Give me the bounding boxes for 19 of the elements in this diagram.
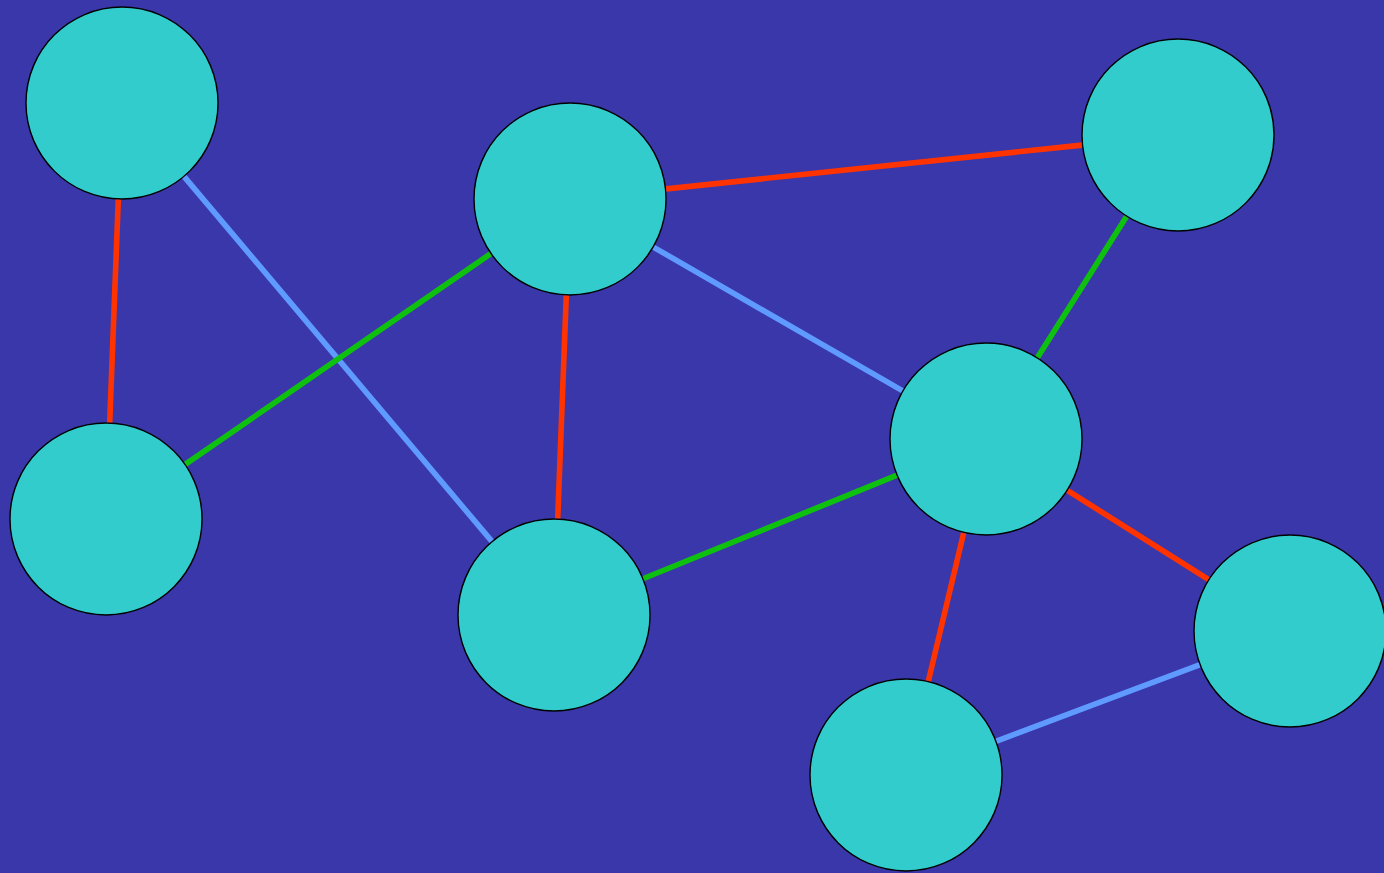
connector-line — [184, 251, 492, 467]
circle — [889, 342, 1083, 536]
connector-line — [182, 175, 494, 543]
connector-line — [554, 295, 570, 519]
circle — [473, 102, 667, 296]
connector-line — [1066, 488, 1210, 582]
connector-line — [665, 142, 1083, 192]
circle — [9, 422, 203, 616]
connector-line — [652, 244, 904, 394]
connector-line — [106, 199, 122, 423]
connector-line — [1035, 215, 1129, 359]
connector-line — [642, 472, 898, 582]
connector-line — [925, 532, 967, 682]
circle — [1081, 38, 1275, 232]
connector-line — [995, 662, 1201, 744]
circle — [457, 518, 651, 712]
circle — [1193, 534, 1384, 728]
circle — [809, 678, 1003, 872]
circle — [25, 6, 219, 200]
